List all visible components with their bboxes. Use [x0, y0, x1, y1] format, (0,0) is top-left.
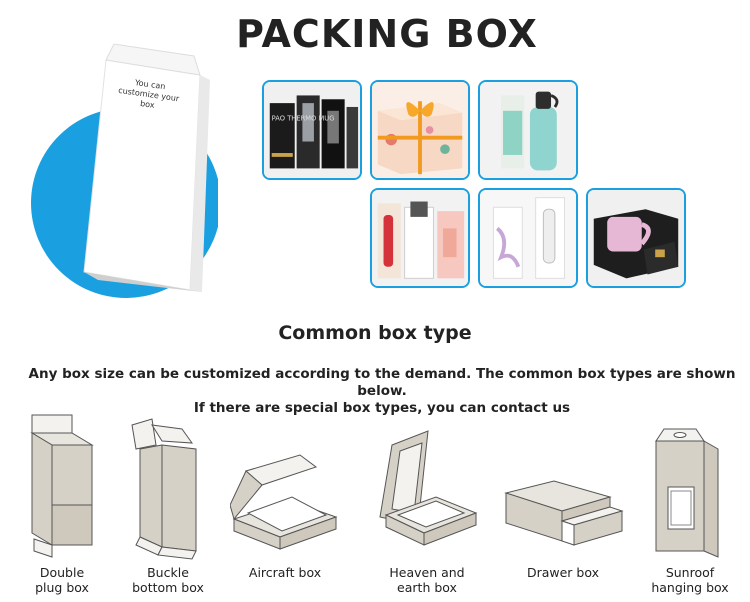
section-subtitle: Common box type	[278, 322, 472, 344]
gallery-item-mug-boxes[interactable]: PAO THERMO MUG	[262, 80, 362, 180]
box-type-sunroof-hanging[interactable]: Sunroof hanging box	[640, 405, 740, 602]
box-type-label: Drawer box	[526, 565, 600, 580]
mug-drawer-box-photo	[588, 190, 684, 286]
hero-image: You can customize your box	[18, 40, 221, 300]
box-type-label: Double plug box	[35, 565, 89, 595]
description-line-1: Any box size can be customized according…	[28, 366, 736, 399]
buckle-bottom-box-icon	[131, 418, 197, 560]
drawer-box-icon	[504, 480, 624, 546]
heaven-earth-box-icon	[379, 430, 478, 546]
window-icon	[667, 486, 695, 530]
box-type-label: Sunroof hanging box	[651, 565, 729, 595]
gallery-item-bottle-box[interactable]	[478, 80, 578, 180]
page-title: PACKING BOX	[236, 12, 538, 56]
white-box-illustration: You can customize your box	[31, 43, 221, 298]
mug-boxes-photo: PAO THERMO MUG	[264, 82, 360, 178]
box-type-buckle-bottom[interactable]: Buckle bottom box	[118, 405, 218, 602]
box-type-label: Heaven and earth box	[389, 565, 465, 595]
box-type-aircraft[interactable]: Aircraft box	[230, 405, 340, 602]
gallery-item-white-bottle-boxes[interactable]	[478, 188, 578, 288]
thumb-brand-text: PAO THERMO MUG	[272, 114, 335, 122]
double-plug-box-icon	[30, 414, 94, 558]
section-description: Any box size can be customized according…	[0, 366, 750, 417]
gift-box-photo	[372, 82, 468, 178]
box-type-drawer[interactable]: Drawer box	[500, 405, 626, 602]
bottle-boxes-set-photo	[372, 190, 468, 286]
description-line-2: If there are special box types, you can …	[193, 400, 571, 416]
aircraft-box-icon	[230, 454, 338, 550]
box-type-heaven-earth[interactable]: Heaven and earth box	[372, 405, 482, 602]
bottle-box-photo	[480, 82, 576, 178]
sunroof-hanging-box-icon	[655, 428, 719, 558]
gallery-item-mug-drawer-box[interactable]	[586, 188, 686, 288]
gallery-item-bottle-boxes-set[interactable]	[370, 188, 470, 288]
box-type-double-plug[interactable]: Double plug box	[12, 405, 112, 602]
box-type-label: Aircraft box	[248, 565, 322, 580]
box-type-label: Buckle bottom box	[132, 565, 204, 595]
gallery-item-gift-box[interactable]	[370, 80, 470, 180]
white-bottle-boxes-photo	[480, 190, 576, 286]
box-types-row: Double plug box Buckle bottom box Airc	[0, 405, 750, 602]
